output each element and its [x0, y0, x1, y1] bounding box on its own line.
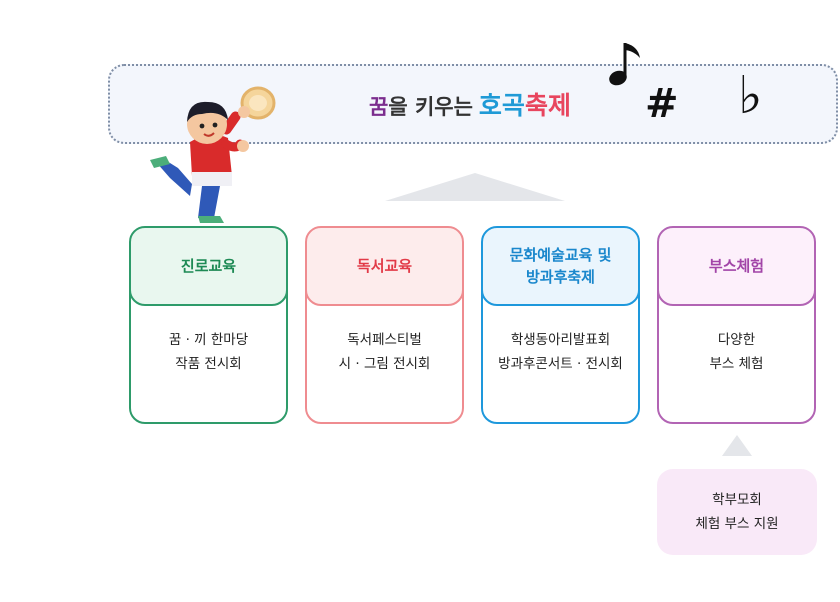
festival-title: 꿈 을 키우는 호곡 축제: [369, 86, 571, 122]
connector-triangle: [385, 173, 565, 201]
card-arts-education: 문화예술교육 및 방과후축제 학생동아리발표회 방과후콘서트 · 전시회: [481, 226, 640, 424]
card-header: 문화예술교육 및 방과후축제: [483, 228, 638, 306]
card-header: 부스체험: [659, 228, 814, 306]
title-part-grow: 을 키우는: [388, 95, 473, 119]
card-header: 진로교육: [131, 228, 286, 306]
card-body-line: 시 · 그림 전시회: [338, 356, 431, 372]
flat-icon: ♭: [738, 66, 763, 126]
parents-support-box: 학부모회 체험 부스 지원: [657, 469, 817, 555]
card-body-line: 꿈 · 끼 한마당: [168, 332, 249, 348]
card-booth-experience: 부스체험 다양한 부스 체험: [657, 226, 816, 424]
card-body-line: 작품 전시회: [175, 356, 242, 372]
support-line: 학부모회: [712, 492, 762, 508]
card-body: 꿈 · 끼 한마당 작품 전시회: [131, 328, 286, 376]
card-body-line: 독서페스티벌: [347, 332, 422, 348]
card-title: 문화예술교육 및: [509, 246, 612, 264]
card-header: 독서교육: [307, 228, 462, 306]
title-part-dream: 꿈: [369, 95, 389, 119]
connector-small-triangle: [722, 435, 752, 456]
card-title: 진로교육: [180, 257, 237, 275]
sharp-icon: #: [645, 80, 679, 127]
eighth-note-icon: [609, 43, 640, 86]
card-title: 부스체험: [708, 257, 765, 275]
card-body-line: 다양한: [717, 332, 756, 348]
card-title: 방과후축제: [525, 268, 595, 286]
support-line: 체험 부스 지원: [695, 516, 779, 532]
card-reading-education: 독서교육 독서페스티벌 시 · 그림 전시회: [305, 226, 464, 424]
card-body: 독서페스티벌 시 · 그림 전시회: [307, 328, 462, 376]
card-career-education: 진로교육 꿈 · 끼 한마당 작품 전시회: [129, 226, 288, 424]
card-body: 학생동아리발표회 방과후콘서트 · 전시회: [483, 328, 638, 376]
card-body-line: 방과후콘서트 · 전시회: [498, 356, 623, 372]
card-title: 독서교육: [356, 257, 413, 275]
card-body-line: 학생동아리발표회: [510, 332, 611, 348]
card-body: 다양한 부스 체험: [659, 328, 814, 376]
card-body-line: 부스 체험: [709, 356, 764, 372]
title-part-hogok: 호곡: [478, 91, 525, 120]
child-tambourine-illustration: [150, 86, 276, 223]
title-part-festival: 축제: [524, 91, 571, 120]
